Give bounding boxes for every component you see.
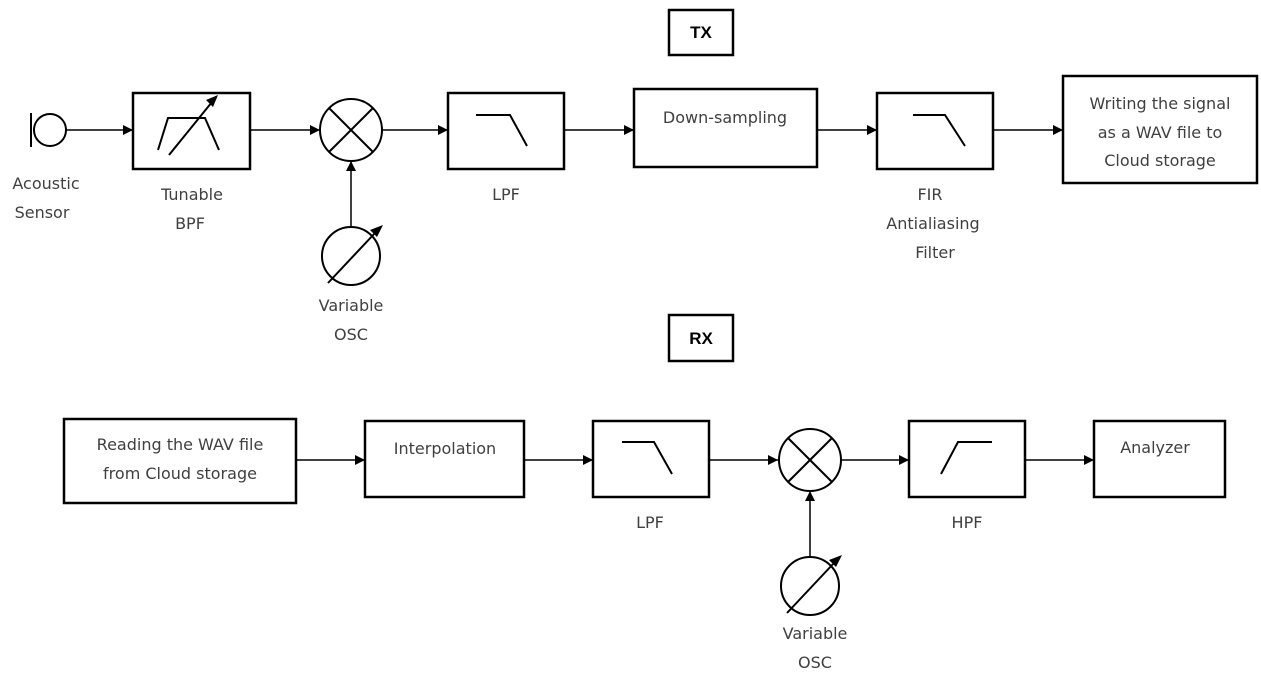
rx-lpf-block (591, 419, 711, 499)
hpf-block (907, 419, 1027, 499)
tx-lpf-block (446, 91, 566, 171)
fir-antialiasing-block (875, 91, 995, 171)
tx-lpf-label: LPF (492, 185, 520, 204)
tx-osc-label-1: Variable (319, 296, 384, 315)
hpf-label: HPF (952, 513, 983, 532)
reader-label-2: from Cloud storage (103, 464, 257, 483)
tx-osc-label-2: OSC (334, 325, 368, 344)
rx-lpf-label: LPF (636, 513, 664, 532)
acoustic-sensor-icon (30, 113, 67, 147)
tx-lowpass-icon (476, 114, 528, 147)
tx-section: TX Acoustic Sensor Tunable BPF (12, 8, 1259, 344)
fir-label-1: FIR (917, 185, 942, 204)
acoustic-sensor-label-1: Acoustic (12, 174, 79, 193)
rx-osc-label-2: OSC (798, 653, 832, 672)
fir-lowpass-icon (913, 114, 966, 147)
tunable-bpf-label-2: BPF (175, 214, 205, 233)
rx-mixer-icon (778, 428, 842, 492)
writer-label-1: Writing the signal (1090, 94, 1231, 113)
interpolation-label: Interpolation (394, 439, 496, 458)
rx-title-box (667, 313, 735, 363)
fir-label-3: Filter (915, 243, 955, 262)
cloud-reader-block (62, 417, 298, 505)
downsampling-block (632, 87, 819, 169)
highpass-icon (940, 441, 992, 475)
rx-lowpass-icon (622, 441, 673, 475)
tunable-bpf-block (131, 91, 252, 171)
tx-variable-osc-icon (321, 225, 383, 286)
rx-section: RX Reading the WAV file from Cloud stora… (62, 313, 1227, 672)
writer-label-3: Cloud storage (1104, 151, 1216, 170)
rx-osc-label-1: Variable (783, 624, 848, 643)
cloud-writer-block (1061, 74, 1259, 185)
interpolation-block (363, 419, 526, 499)
rx-title: RX (689, 329, 713, 348)
acoustic-sensor-label-2: Sensor (15, 203, 70, 222)
fir-label-2: Antialiasing (886, 214, 979, 233)
downsampling-label: Down-sampling (663, 108, 787, 127)
tx-mixer-icon (319, 98, 383, 162)
tx-title: TX (690, 23, 712, 42)
rx-variable-osc-icon (780, 555, 842, 616)
analyzer-label: Analyzer (1120, 438, 1190, 457)
tx-title-box (667, 8, 735, 57)
analyzer-block (1092, 419, 1227, 499)
writer-label-2: as a WAV file to (1098, 123, 1223, 142)
reader-label-1: Reading the WAV file (97, 435, 264, 454)
tunable-bpf-label-1: Tunable (160, 185, 223, 204)
tunable-bandpass-icon (157, 95, 220, 156)
